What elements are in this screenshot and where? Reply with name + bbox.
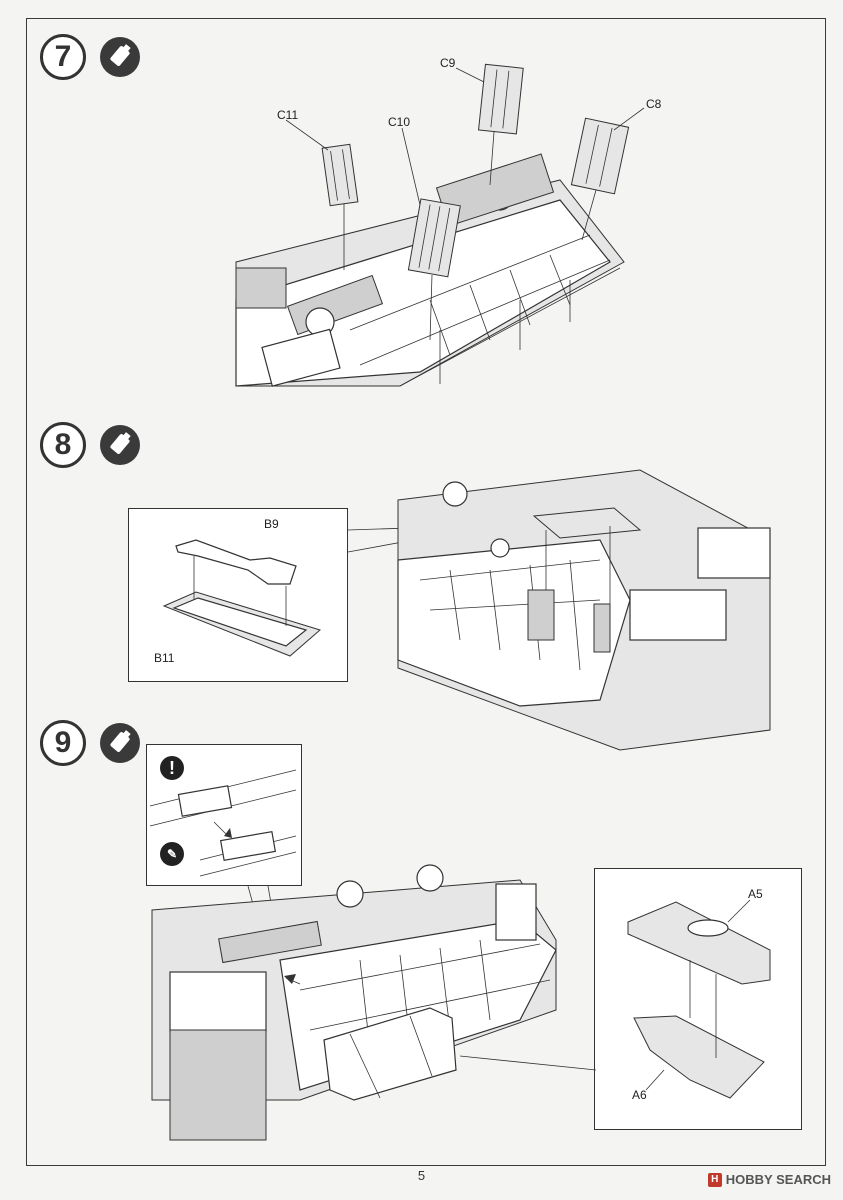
step-8-detail-inset <box>128 508 348 682</box>
step-9-drawing <box>149 769 771 1141</box>
part-label-a5: A5 <box>748 887 763 901</box>
part-label-c9: C9 <box>440 56 456 70</box>
part-label-a6: A6 <box>632 1088 647 1102</box>
part-label-c10: C10 <box>388 115 411 129</box>
step-8-drawing <box>162 469 771 751</box>
cement-bottle-icon <box>100 425 140 465</box>
watermark: H HOBBY SEARCH <box>707 1172 831 1187</box>
cement-bottle-icon <box>100 37 140 77</box>
page-number: 5 <box>417 1168 426 1183</box>
hobby-knife-icon: ✎ <box>160 842 184 866</box>
part-label-c8: C8 <box>646 97 662 111</box>
step-7-hull-drawing <box>235 63 645 387</box>
exclamation-icon: ! <box>160 756 184 780</box>
step-9-number: 9 <box>40 720 86 766</box>
part-label-b9: B9 <box>264 517 279 531</box>
step-9-fuel-tank-inset <box>594 868 802 1130</box>
page-frame <box>26 18 826 1166</box>
part-label-b11: B11 <box>154 651 175 665</box>
hobby-search-logo-icon: H <box>707 1172 722 1187</box>
step-8-number: 8 <box>40 422 86 468</box>
cement-bottle-icon <box>100 723 140 763</box>
part-label-c11: C11 <box>277 108 299 122</box>
step-7-number: 7 <box>40 34 86 80</box>
watermark-text: HOBBY SEARCH <box>725 1172 831 1187</box>
